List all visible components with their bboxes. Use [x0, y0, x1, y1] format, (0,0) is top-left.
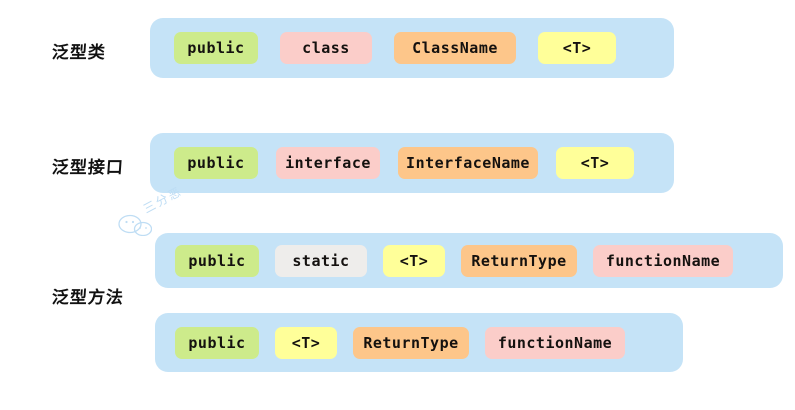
- token-function-name: functionName: [593, 244, 733, 277]
- token-return-type: ReturnType: [353, 326, 469, 359]
- section-label-generic-interface: 泛型接口: [51, 158, 125, 178]
- token-interface: interface: [276, 147, 380, 179]
- token-type-parameter: <T>: [275, 326, 337, 359]
- token-public: public: [175, 326, 259, 359]
- syntax-bar-generic-instance-method: public <T> ReturnType functionName: [155, 313, 683, 372]
- token-class-name: ClassName: [394, 32, 516, 64]
- token-static: static: [275, 244, 367, 277]
- token-public: public: [175, 244, 259, 277]
- section-label-generic-method: 泛型方法: [51, 288, 125, 308]
- wechat-icon: [118, 214, 152, 236]
- syntax-bar-generic-class: public class ClassName <T>: [150, 18, 674, 78]
- token-interface-name: InterfaceName: [398, 147, 538, 179]
- syntax-bar-generic-static-method: public static <T> ReturnType functionNam…: [155, 233, 783, 288]
- token-public: public: [174, 147, 258, 179]
- token-class: class: [280, 32, 372, 64]
- token-public: public: [174, 32, 258, 64]
- watermark: 三分恶: [118, 184, 218, 238]
- token-return-type: ReturnType: [461, 244, 577, 277]
- token-type-parameter: <T>: [556, 147, 634, 179]
- syntax-bar-generic-interface: public interface InterfaceName <T>: [150, 133, 674, 193]
- token-type-parameter: <T>: [538, 32, 616, 64]
- token-type-parameter: <T>: [383, 244, 445, 277]
- section-label-generic-class: 泛型类: [51, 43, 107, 63]
- token-function-name: functionName: [485, 326, 625, 359]
